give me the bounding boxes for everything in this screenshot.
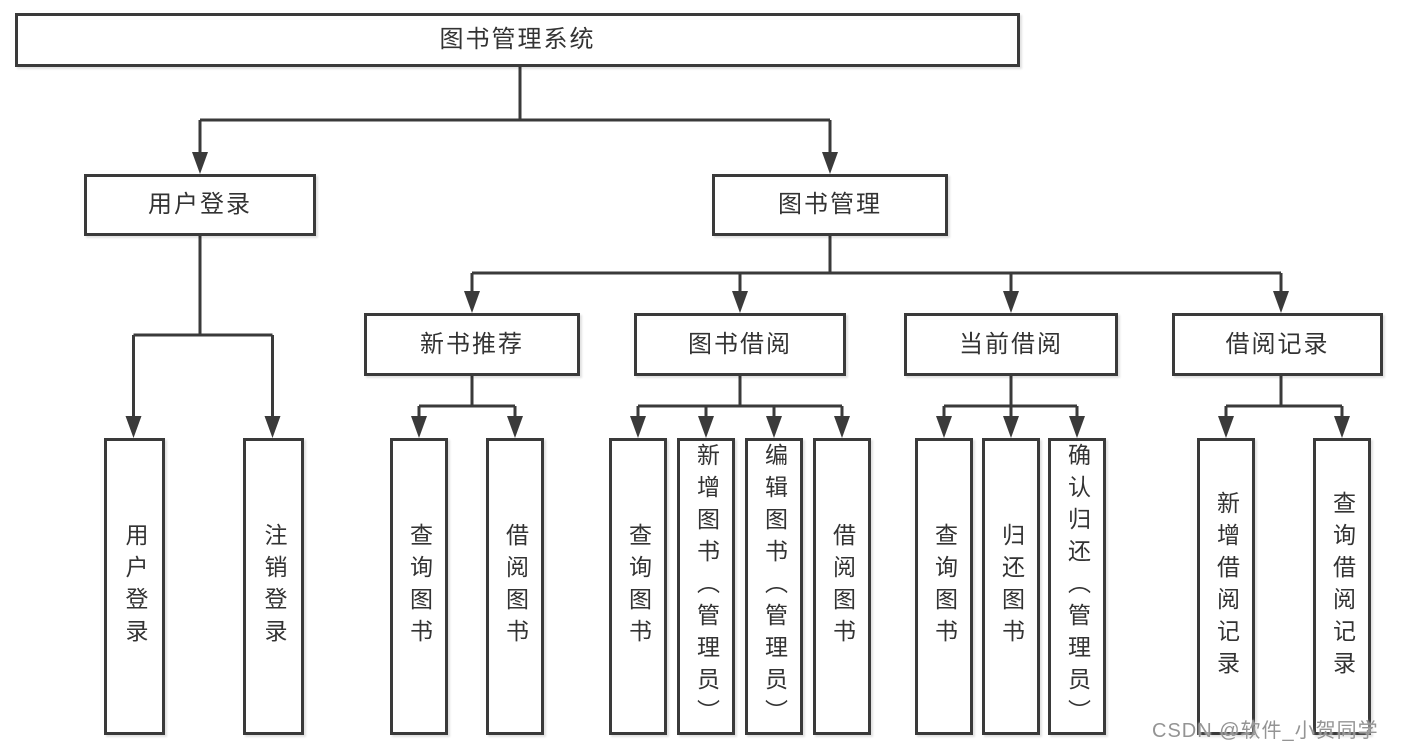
node-leaf-user-login: 用户登录 <box>104 438 165 735</box>
node-leaf-cb-return-books-label: 归还图书 <box>998 522 1025 651</box>
node-leaf-nb-borrow-books-label: 借阅图书 <box>502 522 529 651</box>
csdn-watermark: CSDN @软件_小贺同学 <box>1152 720 1379 742</box>
node-leaf-bb-edit-books-admin-label: 编辑图书（管理员） <box>761 442 788 731</box>
node-current-borrow: 当前借阅 <box>904 313 1118 376</box>
node-leaf-bb-query-books-label: 查询图书 <box>625 522 652 651</box>
node-book-management: 图书管理 <box>712 174 948 236</box>
node-leaf-logout: 注销登录 <box>243 438 304 735</box>
node-book-borrow: 图书借阅 <box>634 313 846 376</box>
node-user-login-label: 用户登录 <box>148 191 252 218</box>
node-root: 图书管理系统 <box>15 13 1020 67</box>
node-new-book-recommend: 新书推荐 <box>364 313 580 376</box>
node-leaf-user-login-label: 用户登录 <box>122 522 148 651</box>
node-leaf-nb-query-books-label: 查询图书 <box>406 522 433 651</box>
node-borrow-records-label: 借阅记录 <box>1225 330 1330 358</box>
node-current-borrow-label: 当前借阅 <box>959 330 1063 358</box>
node-leaf-bb-borrow-books-label: 借阅图书 <box>829 522 856 651</box>
node-user-login: 用户登录 <box>84 174 316 236</box>
node-leaf-bb-query-books: 查询图书 <box>609 438 667 735</box>
node-leaf-cb-confirm-return-admin: 确认归还（管理员） <box>1048 438 1106 735</box>
node-leaf-logout-label: 注销登录 <box>261 522 287 651</box>
node-leaf-bb-edit-books-admin: 编辑图书（管理员） <box>745 438 803 735</box>
node-leaf-cb-query-books: 查询图书 <box>915 438 973 735</box>
node-book-management-label: 图书管理 <box>778 191 882 218</box>
node-leaf-br-add-record: 新增借阅记录 <box>1197 438 1255 735</box>
node-leaf-bb-borrow-books: 借阅图书 <box>813 438 871 735</box>
node-leaf-cb-confirm-return-admin-label: 确认归还（管理员） <box>1064 442 1091 731</box>
node-leaf-nb-borrow-books: 借阅图书 <box>486 438 544 735</box>
node-leaf-br-query-record-label: 查询借阅记录 <box>1329 490 1356 683</box>
node-leaf-br-add-record-label: 新增借阅记录 <box>1213 490 1240 683</box>
node-leaf-cb-return-books: 归还图书 <box>982 438 1040 735</box>
node-new-book-recommend-label: 新书推荐 <box>420 330 524 358</box>
node-borrow-records: 借阅记录 <box>1172 313 1383 376</box>
node-leaf-br-query-record: 查询借阅记录 <box>1313 438 1371 735</box>
node-leaf-nb-query-books: 查询图书 <box>390 438 448 735</box>
node-leaf-cb-query-books-label: 查询图书 <box>931 522 958 651</box>
node-leaf-bb-add-books-admin: 新增图书（管理员） <box>677 438 735 735</box>
node-root-label: 图书管理系统 <box>439 26 596 53</box>
node-leaf-bb-add-books-admin-label: 新增图书（管理员） <box>693 442 720 731</box>
node-book-borrow-label: 图书借阅 <box>688 330 792 358</box>
